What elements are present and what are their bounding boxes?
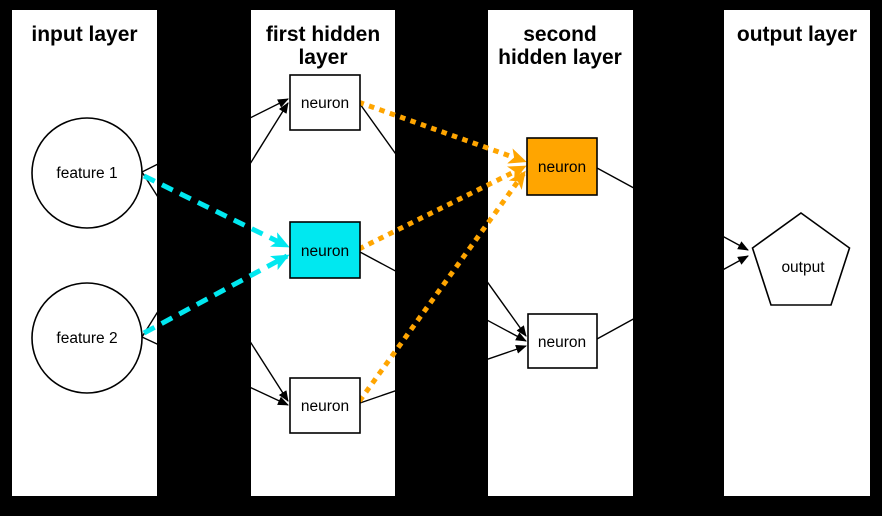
edge-hidden1_bottom-to-hidden2_top [357,169,528,403]
node-label-hidden2-top: neuron [538,159,586,176]
layer-title-second-hidden-2: hidden layer [498,46,622,69]
edge-feature2-to-hidden1_top [141,102,289,338]
edge-hidden2_bottom-to-output [596,255,749,340]
node-feature1 [31,117,143,229]
node-label-output: output [781,259,825,276]
node-label-hidden1-bottom: neuron [301,398,349,415]
edge-feature1-to-hidden1_top [141,98,289,173]
layer-panel-second-hidden [488,10,633,496]
edge-feature2-to-hidden1_middle [142,253,290,336]
layer-title-input: input layer [31,23,137,46]
node-label-hidden1-middle: neuron [301,243,349,260]
layer-title-first-hidden-1: first hidden [266,23,380,46]
layer-title-output: output layer [737,23,857,46]
edge-hidden2_top-to-output [596,167,749,251]
layer-title-first-hidden-2: layer [298,46,347,69]
node-hidden1-top [289,74,361,131]
edge-hidden1_top-to-hidden2_top [357,99,528,165]
node-output [751,212,851,306]
edge-hidden1_middle-to-hidden2_bottom [359,251,527,342]
node-feature2 [31,282,143,394]
node-hidden2-bottom [527,313,598,369]
node-label-hidden2-bottom: neuron [538,334,586,351]
node-label-feature1: feature 1 [56,165,117,182]
node-label-hidden1-top: neuron [301,95,349,112]
node-label-feature2: feature 2 [56,330,117,347]
layer-panel-input [12,10,157,496]
edge-feature2-to-hidden1_bottom [141,336,289,406]
node-hidden2-top [526,137,598,196]
edge-hidden1_middle-to-hidden2_top [357,163,528,252]
edge-hidden1_top-to-hidden2_bottom [359,103,527,337]
node-hidden1-middle [289,221,361,279]
edge-feature1-to-hidden1_middle [142,173,290,249]
node-hidden1-bottom [289,377,361,434]
edge-feature1-to-hidden1_bottom [141,171,289,402]
edge-hidden1_bottom-to-hidden2_bottom [359,344,527,404]
layer-title-second-hidden-1: second [523,23,597,46]
edges-layer [141,98,749,406]
